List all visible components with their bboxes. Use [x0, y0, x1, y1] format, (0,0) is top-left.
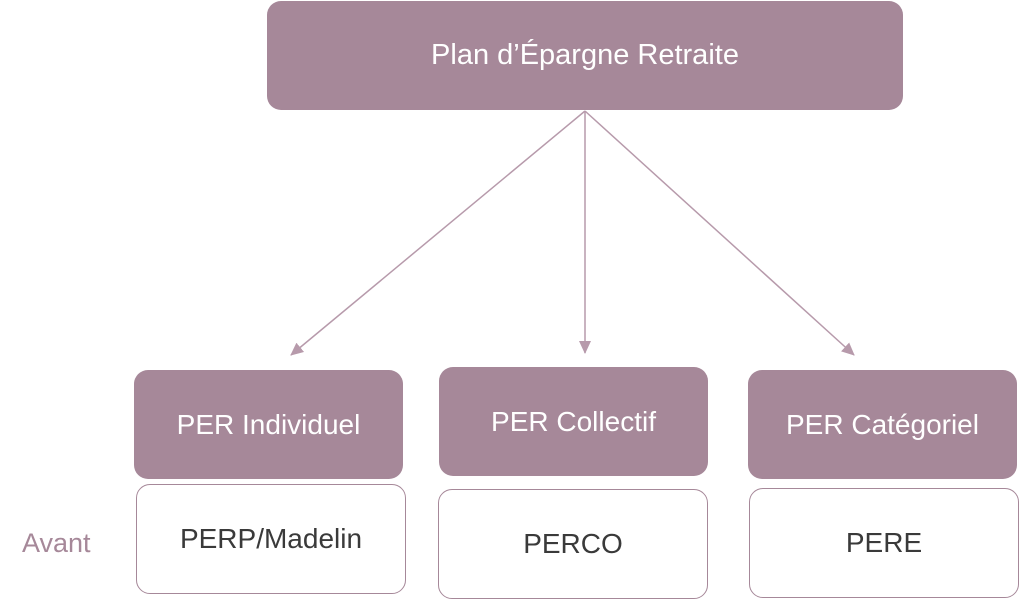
before-node-label: PERE	[845, 527, 923, 558]
before-node-perco: PERCO	[438, 489, 708, 599]
before-node-perp-madelin: PERP/Madelin	[136, 484, 406, 594]
avant-side-label: Avant	[22, 528, 91, 558]
child-node-label: PER Collectif	[491, 405, 656, 437]
child-node-label: PER Catégoriel	[786, 408, 979, 440]
before-node-label: PERP/Madelin	[179, 523, 363, 554]
connector-to-individuel	[290, 110, 586, 356]
child-node-per-collectif: PER Collectif	[439, 367, 708, 476]
connector-to-categoriel	[584, 110, 855, 356]
before-node-label: PERCO	[523, 528, 623, 559]
child-node-label: PER Individuel	[176, 408, 361, 440]
child-node-per-individuel: PER Individuel	[134, 370, 403, 479]
child-node-per-categoriel: PER Catégoriel	[748, 370, 1017, 479]
root-node-plan-epargne-retraite: Plan d’Épargne Retraite	[267, 1, 903, 110]
root-node-label: Plan d’Épargne Retraite	[431, 39, 739, 71]
before-node-pere: PERE	[749, 488, 1019, 598]
